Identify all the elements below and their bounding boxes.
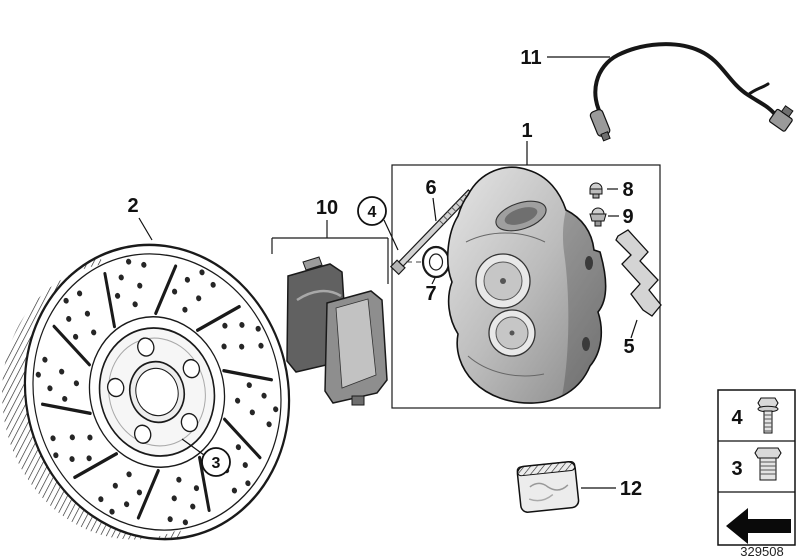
brake-disc-drawing (2, 243, 291, 541)
screw-plug-icon (754, 447, 782, 481)
pad-clip (302, 256, 323, 271)
leader-line-7 (431, 277, 436, 285)
callout-6-label[interactable]: 6 (425, 177, 436, 199)
callout-3-circled[interactable]: 3 (181, 438, 231, 477)
callout-3-circle[interactable] (201, 447, 231, 477)
legend-box: 4 3 (717, 389, 796, 546)
pad-friction-face (335, 298, 377, 389)
direction-arrow-icon (726, 508, 791, 544)
callout-2-label[interactable]: 2 (127, 195, 138, 217)
callout-12-label[interactable]: 12 (620, 478, 642, 500)
bolt-icon (757, 397, 779, 434)
callout-4-circle[interactable] (357, 196, 387, 226)
disc-lug-holes (106, 337, 201, 444)
sensor-cable (593, 42, 779, 120)
callout-11-label[interactable]: 11 (520, 47, 541, 69)
leader-line-2 (138, 217, 153, 241)
pad-tab (351, 395, 365, 406)
legend-item-3-number[interactable]: 3 (731, 458, 742, 480)
callout-10-label[interactable]: 10 (316, 197, 338, 219)
diagram-number: 329508 (740, 544, 783, 559)
wear-sensor-drawing (589, 42, 794, 142)
callout-4-circled[interactable]: 4 (357, 196, 399, 251)
bracket-10 (271, 220, 389, 284)
sensor-connector (768, 105, 794, 132)
brake-pads-drawing (286, 256, 388, 406)
retaining-spring-drawing (615, 229, 662, 317)
leader-line-6 (432, 197, 437, 222)
callout-1-label[interactable]: 1 (521, 120, 532, 142)
grease-packet-drawing (516, 460, 580, 513)
callout-7-label[interactable]: 7 (425, 283, 436, 305)
group-frame-item-1 (391, 164, 661, 409)
seal-ring-drawing (421, 245, 451, 279)
dust-cap-drawing-8 (589, 182, 603, 199)
caliper-shading (562, 210, 606, 396)
callout-9-label[interactable]: 9 (622, 206, 633, 228)
callout-5-label[interactable]: 5 (623, 336, 634, 358)
disc-edge-hatching (2, 256, 182, 540)
sensor-head (589, 109, 611, 142)
caliper-drawing (446, 166, 607, 404)
callout-3-label[interactable]: 3 (212, 455, 221, 472)
leader-line-4 (383, 219, 399, 251)
callout-8-label[interactable]: 8 (622, 179, 633, 201)
leader-line-3 (181, 438, 205, 456)
legend-item-4-number[interactable]: 4 (731, 407, 743, 429)
leader-line-5 (630, 319, 638, 339)
callout-2[interactable]: 2 (127, 195, 153, 241)
callout-4-label[interactable]: 4 (368, 204, 377, 221)
bleeder-valve-drawing-9 (589, 207, 607, 227)
